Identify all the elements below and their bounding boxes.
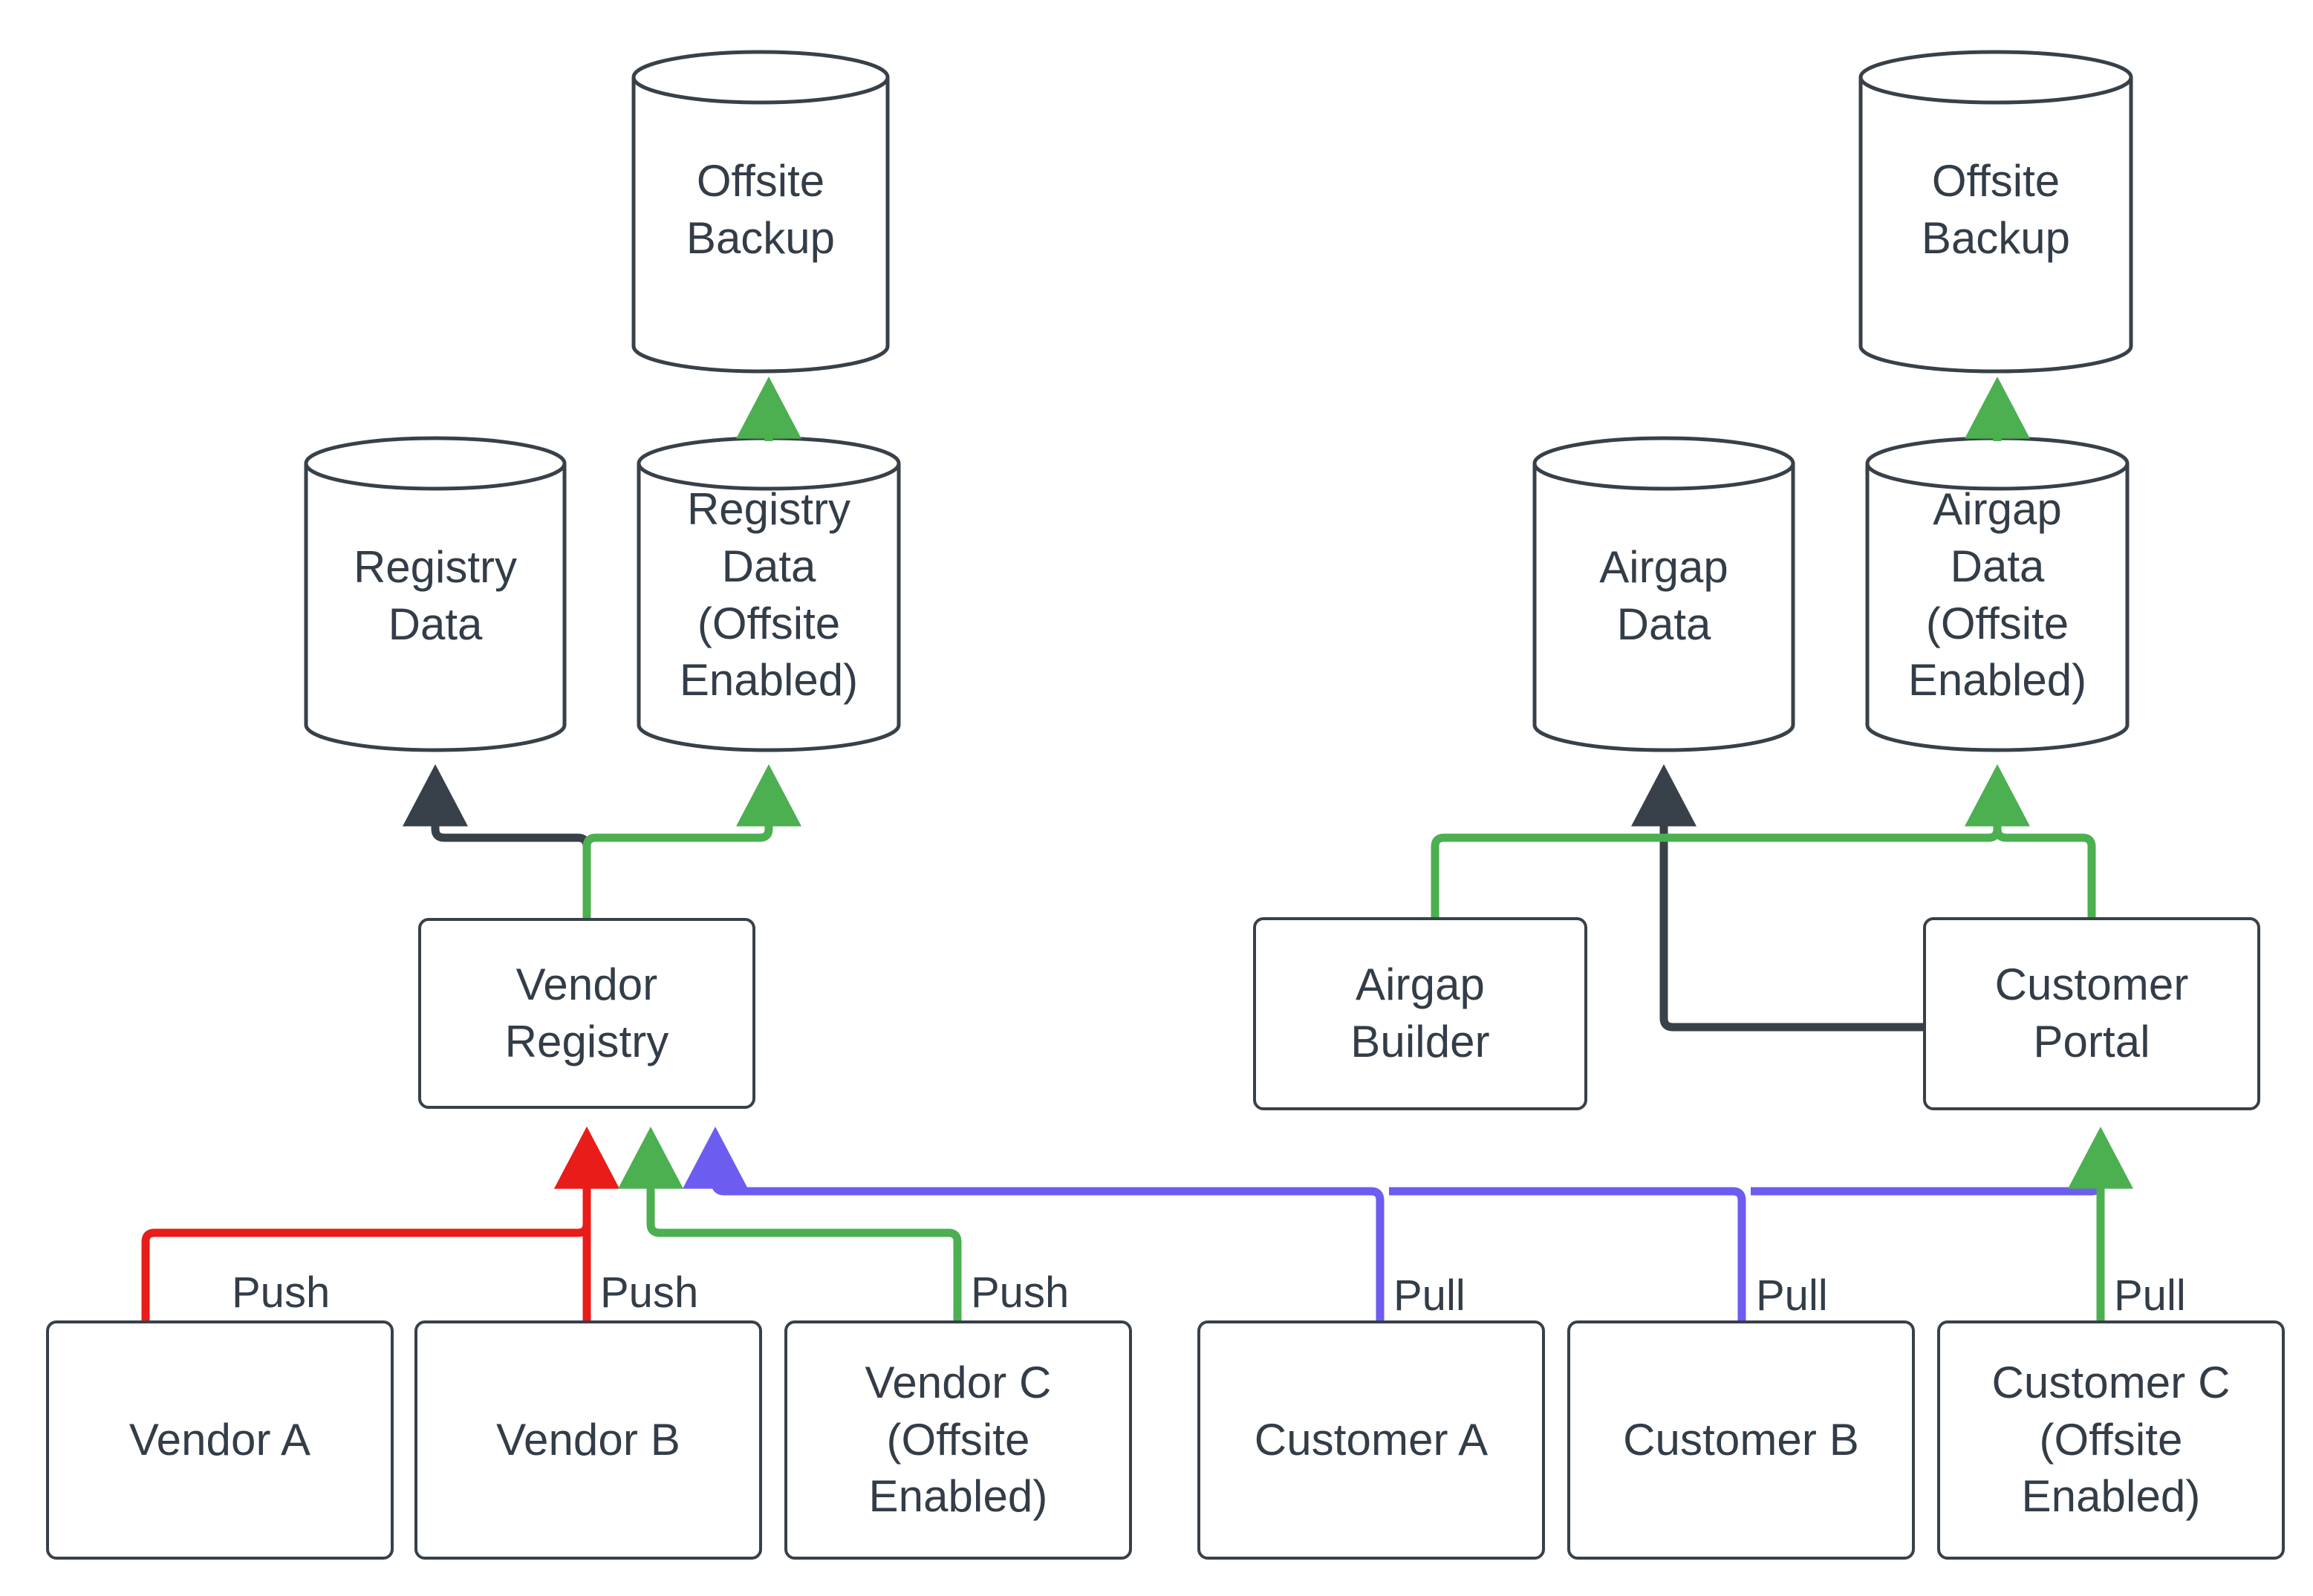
node-customer-portal[interactable]: Customer Portal [1923, 917, 2260, 1110]
airgap-builder-label: Airgap Builder [1350, 960, 1490, 1066]
node-vendor-a[interactable]: Vendor A [46, 1320, 394, 1560]
node-vendor-c[interactable]: Vendor C (Offsite Enabled) [784, 1320, 1132, 1560]
vendor-b-label: Vendor B [496, 1414, 680, 1465]
edge-customer-a-pull [683, 1126, 1385, 1320]
edge-label-push-vendor-c: Push [971, 1268, 1070, 1317]
edge-customer-b-pull [1389, 1187, 1746, 1320]
edge-label-pull-customer-b: Pull [1756, 1271, 1828, 1320]
edge-label-push-vendor-b: Push [600, 1268, 699, 1317]
airgap-data-shape [1532, 436, 1795, 752]
customer-a-label: Customer A [1254, 1414, 1489, 1465]
edge-customer-portal-to-airgap-data [1631, 763, 1923, 1032]
airgap-data-offsite-shape [1865, 436, 2130, 752]
edge-vendor-registry-to-registry-data-offsite [582, 763, 801, 918]
offsite-backup-right-shape [1858, 50, 2133, 374]
vendor-a-label: Vendor A [128, 1414, 311, 1465]
edge-label-pull-customer-a: Pull [1393, 1271, 1465, 1320]
edge-pull-trunk [1751, 1182, 2105, 1196]
vendor-registry-label: Vendor Registry [504, 959, 669, 1066]
edge-airgap-builder-to-airgap-data-offsite [1431, 763, 2030, 917]
customer-b-label: Customer B [1623, 1414, 1859, 1465]
edge-vendor-a-push [141, 1126, 619, 1320]
edge-customer-portal-to-airgap-data-offsite [1993, 789, 2096, 917]
customer-c-label: Customer C (Offsite Enabled) [1991, 1357, 2231, 1522]
vendor-c-label: Vendor C (Offsite Enabled) [865, 1357, 1052, 1522]
node-customer-a[interactable]: Customer A [1197, 1320, 1545, 1560]
edge-label-push-vendor-a: Push [232, 1268, 331, 1317]
node-customer-c[interactable]: Customer C (Offsite Enabled) [1937, 1320, 2285, 1560]
registry-data-offsite-shape [637, 436, 901, 752]
node-airgap-builder[interactable]: Airgap Builder [1253, 917, 1587, 1110]
edge-vendor-c-push [618, 1126, 962, 1320]
customer-portal-label: Customer Portal [1994, 960, 2189, 1066]
node-vendor-b[interactable]: Vendor B [414, 1320, 762, 1560]
edge-vendor-registry-to-registry-data [403, 763, 591, 918]
registry-data-shape [304, 436, 567, 752]
edge-label-pull-customer-c: Pull [2114, 1271, 2186, 1320]
node-customer-b[interactable]: Customer B [1567, 1320, 1915, 1560]
offsite-backup-left-shape [631, 50, 890, 374]
node-vendor-registry[interactable]: Vendor Registry [418, 918, 755, 1109]
